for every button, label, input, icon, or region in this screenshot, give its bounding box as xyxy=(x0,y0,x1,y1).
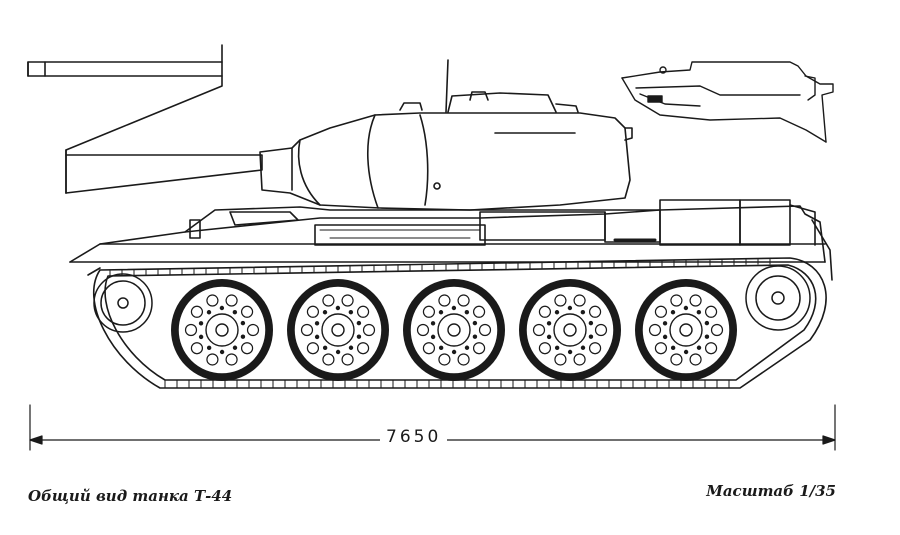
length-dimension-label: 7650 xyxy=(380,427,448,447)
track-links xyxy=(109,258,771,388)
road-wheel xyxy=(519,279,621,381)
idler-wheel xyxy=(93,273,153,333)
rear-hull-detail-view xyxy=(621,61,834,143)
road-wheel xyxy=(287,279,389,381)
turret xyxy=(259,59,633,211)
road-wheel xyxy=(635,279,737,381)
road-wheel xyxy=(403,279,505,381)
drive-sprocket xyxy=(745,265,811,331)
gun-barrel xyxy=(27,44,263,194)
road-wheels xyxy=(171,279,737,381)
drawing-title: Общий вид танка Т-44 xyxy=(28,487,233,505)
drawing-scale: Масштаб 1/35 xyxy=(706,482,836,500)
hull-upper xyxy=(69,199,833,281)
road-wheel xyxy=(171,279,273,381)
